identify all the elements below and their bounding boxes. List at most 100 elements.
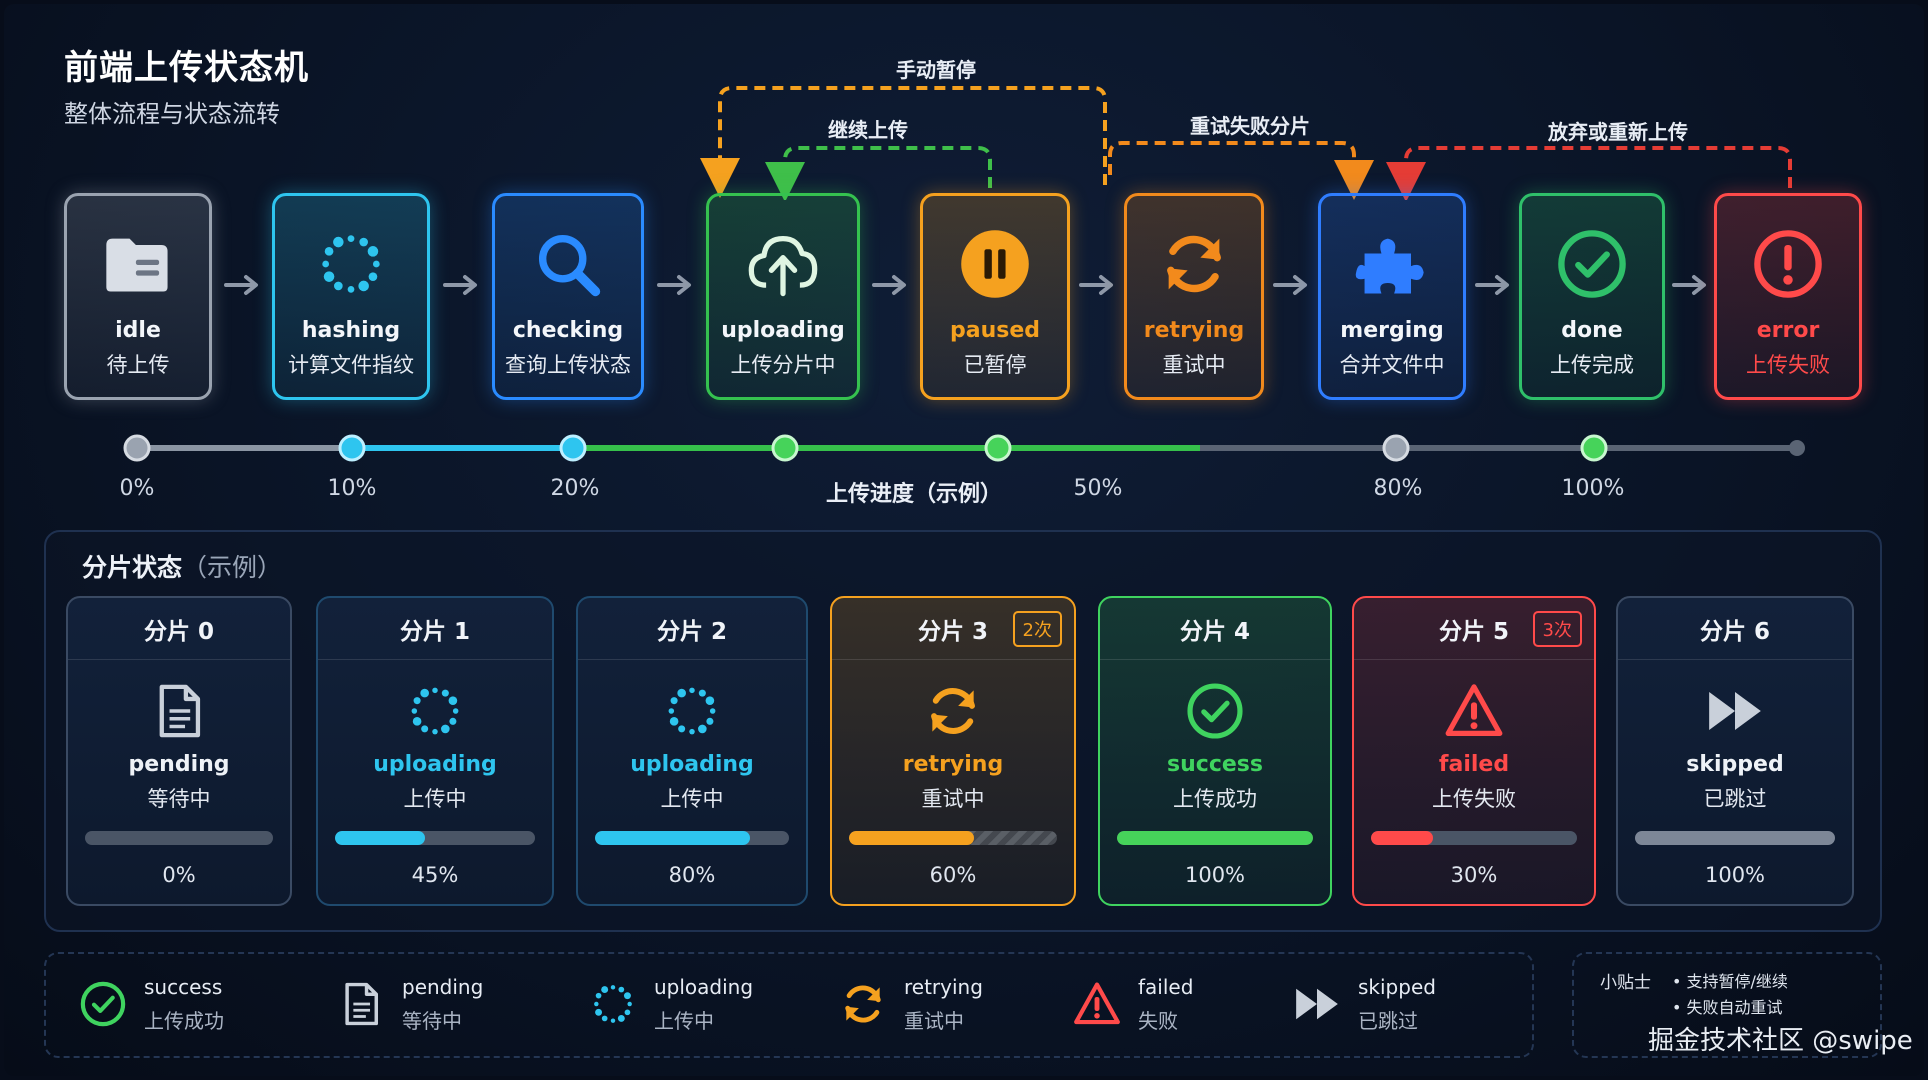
state-name: uploading xyxy=(721,318,845,343)
chunk-header: 分片 2 xyxy=(578,598,806,660)
chunk-status-desc: 已跳过 xyxy=(1703,787,1767,811)
chunk-name: 分片 3 xyxy=(917,618,988,645)
chunk-status: retrying xyxy=(902,752,1004,777)
arrow-right-icon xyxy=(1471,270,1515,300)
arrow-right-icon xyxy=(653,270,697,300)
state-name: idle xyxy=(115,318,161,343)
abandon-loop xyxy=(1386,146,1792,200)
warning-icon xyxy=(1441,678,1507,744)
fast-forward-icon xyxy=(1702,678,1768,744)
tips-box xyxy=(1572,952,1882,1058)
arrow-right-icon xyxy=(868,270,912,300)
tip-item: • 失败自动重试 xyxy=(1672,998,1783,1017)
chunk-progress-fill xyxy=(1117,831,1313,845)
legend-label: failed xyxy=(1138,974,1194,999)
arrow-right-icon xyxy=(220,270,264,300)
retry-count-badge: 2次 xyxy=(1012,611,1062,647)
chunk-percent: 60% xyxy=(929,863,977,887)
chunk-progress-fill xyxy=(595,831,751,845)
state-desc: 计算文件指纹 xyxy=(288,353,414,377)
folder-icon xyxy=(98,224,178,304)
cloud-upload-icon xyxy=(743,224,823,304)
progress-dot-3 xyxy=(771,434,799,462)
legend-desc: 重试中 xyxy=(904,1008,964,1033)
chunk-status: skipped xyxy=(1686,752,1784,777)
state-desc: 已暂停 xyxy=(963,353,1027,377)
progress-dot-5 xyxy=(1382,434,1410,462)
chunk-percent: 100% xyxy=(1704,863,1766,887)
chunk-status-desc: 重试中 xyxy=(921,787,985,811)
spinner-icon xyxy=(311,224,391,304)
page-subtitle: 整体流程与状态流转 xyxy=(64,100,280,128)
resume-loop xyxy=(765,146,992,200)
legend-item-retrying: retrying 重试中 xyxy=(836,972,983,1036)
document-icon xyxy=(334,977,388,1031)
chunk-name: 分片 4 xyxy=(1179,618,1250,645)
legend-desc: 已跳过 xyxy=(1358,1008,1418,1033)
arrow-right-icon xyxy=(1269,270,1313,300)
legend-label: retrying xyxy=(904,974,983,999)
progress-dot-0 xyxy=(123,434,151,462)
progress-dot-4 xyxy=(984,434,1012,462)
chunk-status: uploading xyxy=(373,752,497,777)
spinner-icon xyxy=(586,977,640,1031)
fast-forward-icon xyxy=(1290,977,1344,1031)
state-desc: 重试中 xyxy=(1162,353,1226,377)
progress-dot-1 xyxy=(338,434,366,462)
chunk-header: 分片 6 xyxy=(1618,598,1852,660)
chunk-status-desc: 上传成功 xyxy=(1173,787,1257,811)
spinner-icon xyxy=(659,678,725,744)
arrow-right-icon xyxy=(1668,270,1712,300)
chunk-progress-bar xyxy=(335,831,535,845)
chunk-status: pending xyxy=(128,752,230,777)
state-card-hashing: hashing 计算文件指纹 xyxy=(272,193,430,400)
retry-failed-label: 重试失败分片 xyxy=(1190,114,1310,138)
retry-failed-loop xyxy=(1108,141,1374,200)
state-name: merging xyxy=(1340,318,1444,343)
state-name: checking xyxy=(512,318,624,343)
progress-tick-0: 0% xyxy=(119,476,155,501)
refresh-icon xyxy=(836,977,890,1031)
legend-box xyxy=(44,952,1534,1058)
legend-desc: 上传中 xyxy=(654,1008,714,1033)
chunk-percent: 0% xyxy=(162,863,196,887)
manual-pause-loop xyxy=(700,86,1107,198)
state-desc: 查询上传状态 xyxy=(505,353,631,377)
error-icon xyxy=(1748,224,1828,304)
tips-label: 小贴士 xyxy=(1600,973,1651,993)
chunk-status-desc: 上传中 xyxy=(660,787,724,811)
arrow-right-icon xyxy=(439,270,483,300)
state-name: hashing xyxy=(301,318,401,343)
chunk-progress-bar xyxy=(849,831,1057,845)
manual-pause-label: 手动暂停 xyxy=(896,58,976,82)
chunk-name: 分片 0 xyxy=(143,618,214,645)
chunk-progress-bar xyxy=(1371,831,1577,845)
progress-dot-2 xyxy=(559,434,587,462)
chunk-panel-title: 分片状态（示例） xyxy=(82,553,283,582)
progress-title: 上传进度（示例） xyxy=(826,482,1003,507)
resume-label: 继续上传 xyxy=(828,118,908,142)
state-desc: 上传失败 xyxy=(1746,353,1830,377)
progress-dot-6 xyxy=(1580,434,1608,462)
state-desc: 待上传 xyxy=(106,353,170,377)
state-name: done xyxy=(1561,318,1623,343)
chunk-card-3: 分片 3 2次 retrying 重试中 60% xyxy=(830,596,1076,906)
check-circle-icon xyxy=(76,977,130,1031)
chunk-progress-fill xyxy=(1371,831,1433,845)
chunk-header: 分片 3 2次 xyxy=(832,598,1074,660)
check-circle-icon xyxy=(1182,678,1248,744)
warning-icon xyxy=(1070,977,1124,1031)
state-card-checking: checking 查询上传状态 xyxy=(492,193,644,400)
progress-tick-50: 50% xyxy=(1073,476,1123,501)
pause-icon xyxy=(955,224,1035,304)
state-card-idle: idle 待上传 xyxy=(64,193,212,400)
chunk-status-desc: 等待中 xyxy=(147,787,211,811)
progress-tick-20: 20% xyxy=(550,476,600,501)
